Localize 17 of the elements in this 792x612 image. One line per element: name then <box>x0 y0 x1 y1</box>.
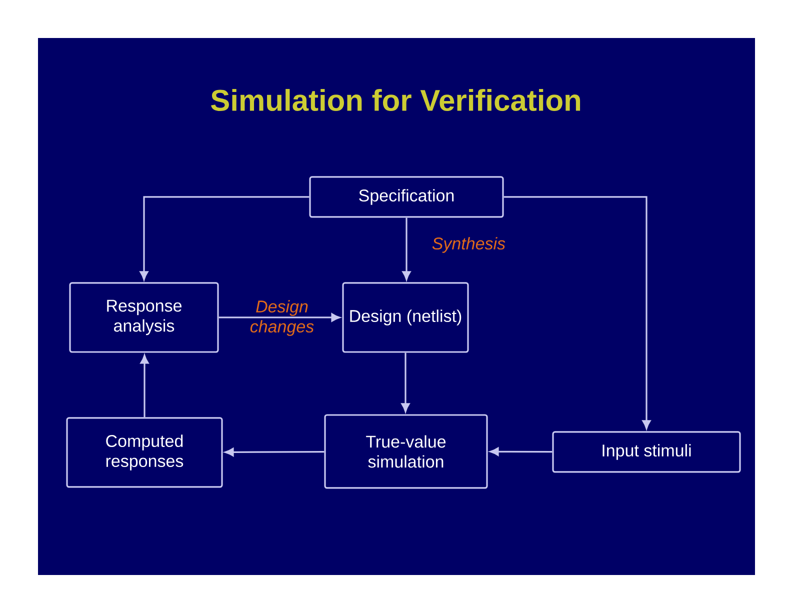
arrow <box>140 354 149 418</box>
arrow <box>402 218 411 280</box>
arrow <box>140 196 310 280</box>
arrow <box>504 196 651 430</box>
edge-label: Synthesis <box>432 237 506 253</box>
process-box: Computed responses <box>66 417 223 488</box>
arrow <box>490 447 552 456</box>
arrow <box>218 313 340 322</box>
process-box: Design (netlist) <box>342 282 469 353</box>
arrow <box>401 352 410 412</box>
arrow <box>224 448 324 456</box>
process-box: Input stimuli <box>552 431 741 473</box>
process-box: True-value simulation <box>324 414 488 489</box>
process-box: Specification <box>309 176 504 218</box>
edge-label: Design changes <box>250 300 314 336</box>
title: Simulation for Verification <box>211 88 580 111</box>
process-box: Response analysis <box>69 282 219 353</box>
